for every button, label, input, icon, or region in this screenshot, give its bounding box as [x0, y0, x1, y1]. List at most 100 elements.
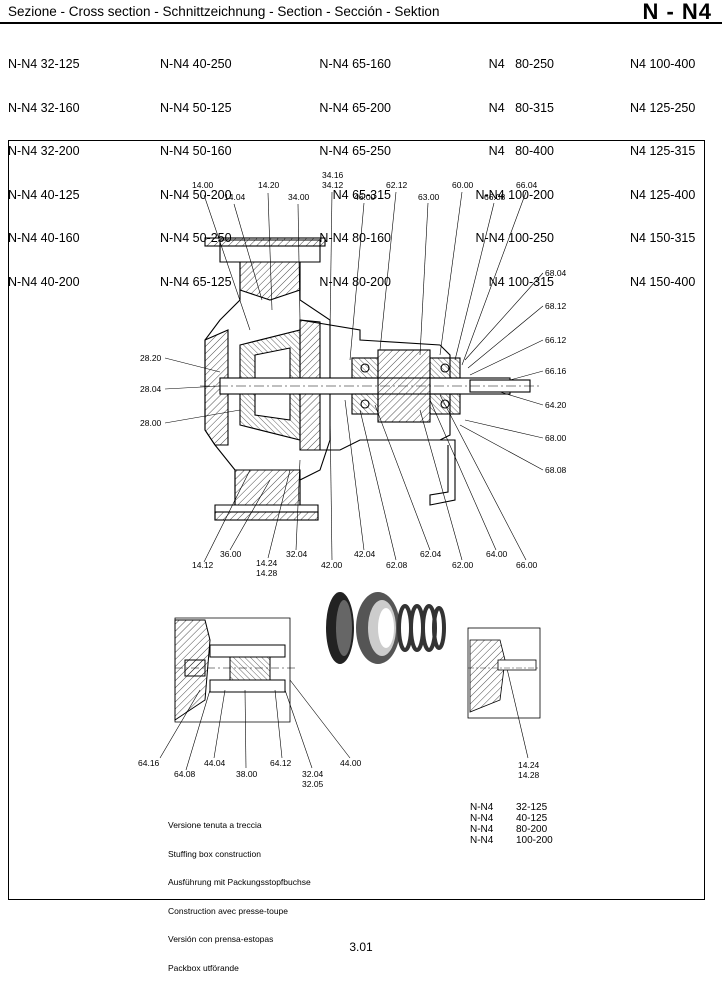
part-labels: 14.00 14.04 14.20 34.00 34.16 34.12 46.0… — [138, 170, 567, 789]
series-code: N - N4 — [642, 0, 712, 24]
header-rule — [0, 22, 722, 24]
part-label: 64.20 — [545, 400, 567, 410]
leader-lines — [164, 191, 544, 563]
part-label: 66.00 — [516, 560, 538, 570]
bottom-flange — [214, 511, 319, 521]
model-item: N-N4 80-160 — [319, 231, 391, 245]
casing-detail-right — [467, 627, 541, 719]
model-list-col3: N-N4 65-160 N-N4 65-200 N-N4 65-250 N4 6… — [315, 28, 391, 304]
bearing-inner-top — [351, 357, 379, 379]
model-item: N-N4 100-200 — [475, 187, 554, 202]
model-list-col1: N-N4 32-125 N-N4 32-160 N-N4 32-200 N-N4… — [8, 28, 80, 304]
part-label: 68.12 — [545, 301, 567, 311]
part-label: 14.20 — [258, 180, 280, 190]
model-item: N-N4 80-200 — [319, 274, 391, 289]
model-item: N4 125-400 — [630, 187, 696, 202]
part-label: 14.00 — [192, 180, 214, 190]
ball — [440, 363, 450, 373]
model-item: N4 80-250 — [488, 57, 554, 71]
part-label: 14.28 — [256, 568, 278, 578]
part-label: 66.12 — [545, 335, 567, 345]
part-label: 44.00 — [340, 758, 362, 768]
note-line: Packbox utförande — [168, 962, 239, 973]
stuffing-box-note: Versione tenuta a treccia Stuffing box c… — [168, 802, 311, 983]
part-label: 14.04 — [224, 192, 246, 202]
part-label: 32.04 — [302, 769, 324, 779]
part-label: 60.00 — [452, 180, 474, 190]
model-item: N-N4 50-160 — [160, 144, 232, 158]
part-label: 64.00 — [486, 549, 508, 559]
model-item: N-N4 50-200 — [160, 187, 232, 202]
part-label: 46.00 — [354, 192, 376, 202]
model-item: N4 125-250 — [630, 100, 696, 115]
model-item: N4 100-400 — [630, 57, 696, 71]
part-label: 66.04 — [516, 180, 538, 190]
part-label: 64.16 — [138, 758, 160, 768]
model-list-col5: N4 100-400 N4 125-250 N4 125-315 N4 125-… — [630, 28, 695, 304]
part-label: 68.08 — [545, 465, 567, 475]
part-label: 34.16 — [322, 170, 344, 180]
part-label: 62.04 — [420, 549, 442, 559]
suction-flange-section — [239, 261, 301, 301]
part-label: 68.00 — [545, 433, 567, 443]
model-item: N4 150-315 — [630, 231, 696, 245]
ball — [360, 399, 370, 409]
pump-cross-section — [200, 237, 540, 521]
model-item: N-N4 100-250 — [475, 231, 554, 245]
page-header: Sezione - Cross section - Schnittzeichnu… — [0, 0, 722, 24]
model-item: N4 100-315 — [488, 274, 554, 289]
part-label: 63.00 — [418, 192, 440, 202]
part-label: 66.16 — [545, 366, 567, 376]
part-label: 44.04 — [204, 758, 226, 768]
note-line: Ausführung mit Packungsstopfbuchse — [168, 877, 311, 887]
model-item: N4 80-315 — [488, 100, 554, 115]
part-label: 14.24 — [256, 558, 278, 568]
model-item: N4 150-400 — [630, 274, 696, 289]
model-item: N-N4 40-200 — [8, 274, 80, 289]
model-list-col4: N4 80-250 N4 80-315 N4 80-400 N-N4 100-2… — [470, 28, 554, 304]
part-label: 64.08 — [174, 769, 196, 779]
model-item: N-N4 50-125 — [160, 100, 232, 115]
part-label: 14.12 — [192, 560, 214, 570]
part-label: 42.04 — [354, 549, 376, 559]
drawing-frame — [8, 140, 705, 900]
bearing-inner-bottom — [351, 393, 379, 415]
ball — [440, 399, 450, 409]
stuffing-box-detail — [174, 617, 295, 723]
top-flange — [204, 237, 326, 247]
note-line: Versión con prensa-estopas — [168, 934, 274, 944]
part-label: 38.00 — [236, 769, 258, 779]
part-label: 28.04 — [140, 384, 162, 394]
part-label: 64.12 — [270, 758, 292, 768]
part-label: 68.04 — [545, 268, 567, 278]
model-list-col2: N-N4 40-250 N-N4 50-125 N-N4 50-160 N-N4… — [160, 28, 232, 304]
model-item: N-N4 40-250 — [160, 57, 232, 71]
casing-foot-section — [234, 469, 301, 506]
part-label: 62.12 — [386, 180, 408, 190]
model-item: N-N4 65-160 — [319, 57, 391, 71]
model-item: N-N4 40-160 — [8, 231, 80, 245]
section-title: Sezione - Cross section - Schnittzeichnu… — [8, 4, 440, 19]
detail-leader-lines — [159, 659, 529, 771]
note-line: Construction avec presse-toupe — [168, 905, 289, 916]
part-label: 42.00 — [321, 560, 343, 570]
model-item: N-N4 65-200 — [319, 100, 391, 115]
model-item: N-N4 65-125 — [160, 274, 232, 289]
model-item: N4 65-315 — [332, 187, 391, 202]
cross-section-drawing: 14.00 14.04 14.20 34.00 34.16 34.12 46.0… — [138, 170, 567, 789]
part-label: 34.12 — [322, 180, 344, 190]
bracket-foot — [429, 439, 456, 506]
bearing-outer-top — [429, 357, 461, 379]
page-number: 3.01 — [349, 940, 373, 954]
model-item: N-N4 32-160 — [8, 100, 80, 115]
model-item: N4 80-400 — [488, 144, 554, 158]
part-label: 66.08 — [484, 192, 506, 202]
ball — [360, 363, 370, 373]
part-label: 62.08 — [386, 560, 408, 570]
part-label: 28.20 — [140, 353, 162, 363]
model-item: N-N4 65-250 — [319, 144, 391, 158]
part-label: 32.04 — [286, 549, 308, 559]
